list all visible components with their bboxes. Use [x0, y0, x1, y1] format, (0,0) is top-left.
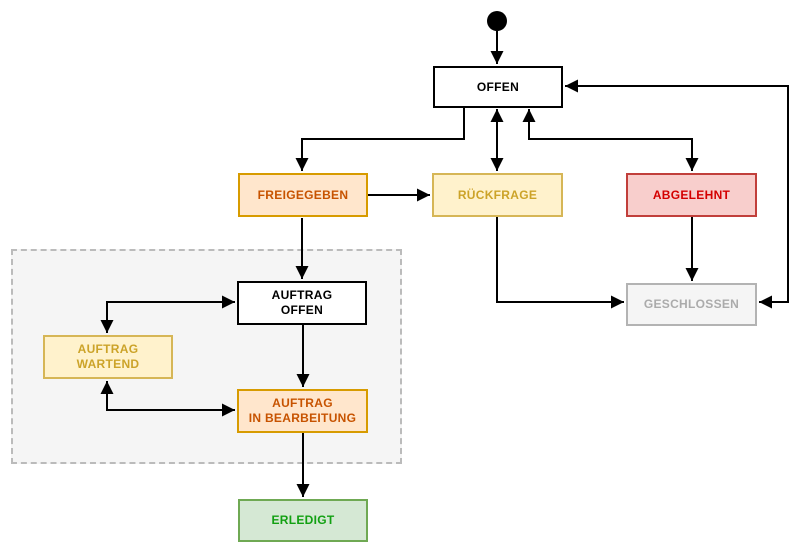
state-auftrag-offen: AUFTRAG OFFEN: [237, 281, 367, 325]
state-geschlossen: GESCHLOSSEN: [626, 283, 757, 326]
state-auftrag-wartend: AUFTRAG WARTEND: [43, 335, 173, 379]
state-freigegeben: FREIGEGEBEN: [238, 173, 368, 217]
state-abgelehnt: ABGELEHNT: [626, 173, 757, 217]
state-auftrag-in-bearbeitung: AUFTRAG IN BEARBEITUNG: [237, 389, 368, 433]
transition-offen-freigegeben: [295, 108, 465, 171]
transition-offen-abgelehnt: [522, 109, 699, 171]
initial-state-dot: [487, 11, 507, 31]
state-offen: OFFEN: [433, 66, 563, 108]
state-rueckfrage: RÜCKFRAGE: [432, 173, 563, 217]
transition-rueckfrage-geschlossen: [496, 217, 624, 309]
state-erledigt: ERLEDIGT: [238, 499, 368, 542]
